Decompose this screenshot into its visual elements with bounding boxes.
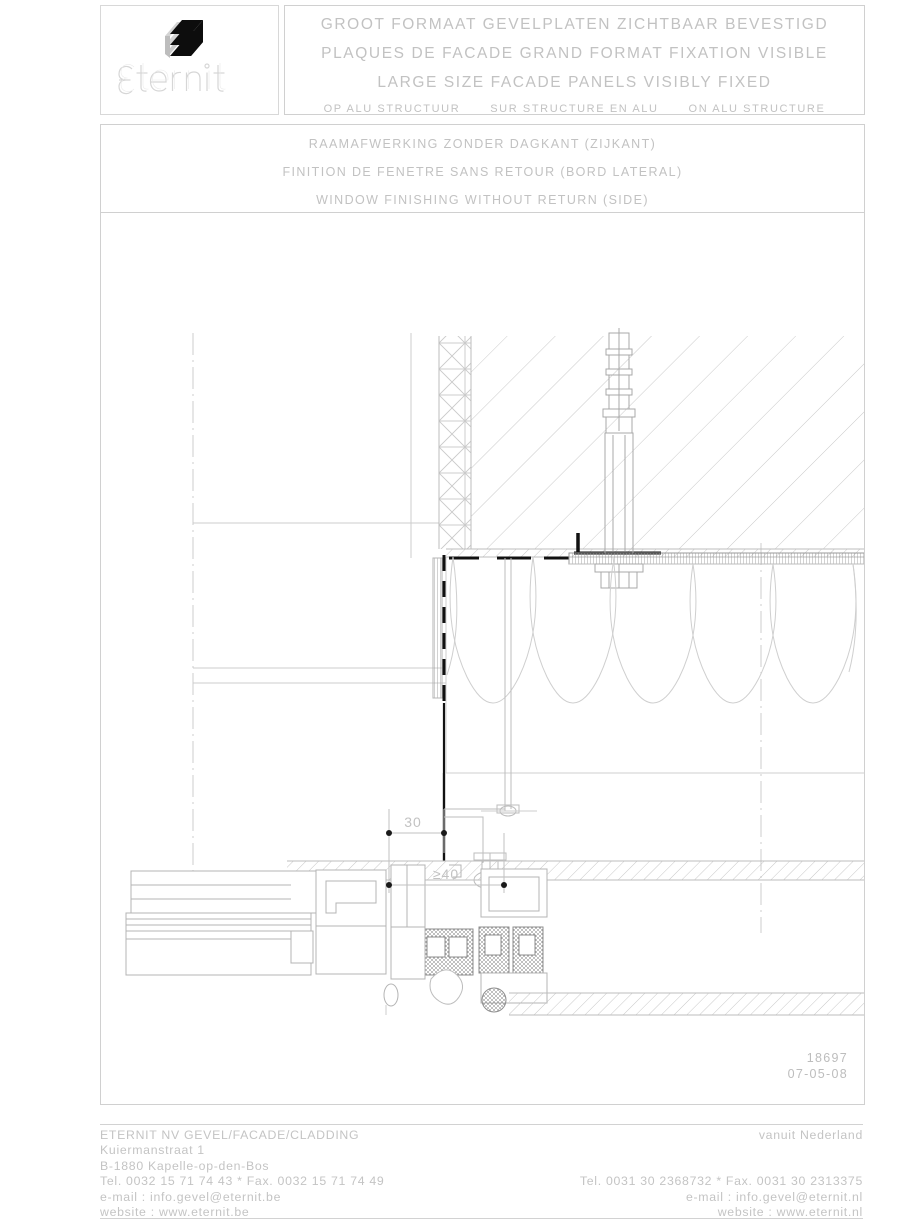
footer-left-email: e‑mail : info.gevel@eternit.be <box>100 1189 282 1204</box>
footer-address-netherlands: vanuit Nederland Tel. 0031 30 2368732 * … <box>580 1128 863 1220</box>
lower-slab-hatched <box>509 992 864 1016</box>
construction-line-horizontal <box>193 522 446 684</box>
drawing-identification: 18697 07‑05‑08 <box>788 1050 848 1082</box>
eternit-logo <box>101 6 278 114</box>
footer-left-website: website : www.eternit.be <box>100 1205 250 1220</box>
drawing-date: 07‑05‑08 <box>787 1067 848 1081</box>
title-line-fr: PLAQUES DE FACADE GRAND FORMAT FIXATION … <box>321 45 828 62</box>
construction-detail-drawing: 30 ≥40 <box>125 328 864 1016</box>
dimension-min40-label: ≥40 <box>433 866 459 882</box>
drawing-number: 18697 <box>806 1051 848 1065</box>
expansion-anchor-bolt <box>594 328 644 589</box>
bracket-bolt <box>481 805 537 817</box>
title-line-nl: GROOT FORMAAT GEVELPLATEN ZICHTBAAR BEVE… <box>320 16 829 33</box>
alu-window-frame-profile <box>125 864 548 1015</box>
detail-subtitle-box: RAAMAFWERKING ZONDER DAGKANT (ZIJKANT) F… <box>100 124 865 214</box>
facade-panel-edge <box>432 555 446 861</box>
subtitle-en: WINDOW FINISHING WITHOUT RETURN (SIDE) <box>316 193 649 207</box>
footer-left-line-3: B‑1880 Kapelle‑op‑den‑Bos <box>100 1158 270 1173</box>
footer-left-line-4: Tel. 0032 15 71 74 43 * Fax. 0032 15 71 … <box>100 1174 385 1189</box>
drawing-title-box: GROOT FORMAAT GEVELPLATEN ZICHTBAAR BEVE… <box>284 5 865 115</box>
block-wall-layer <box>438 336 472 549</box>
footer-divider-top <box>100 1124 863 1125</box>
subtitle-fr: FINITION DE FENETRE SANS RETOUR (BORD LA… <box>282 165 683 179</box>
eternit-wordmark-icon <box>117 63 226 95</box>
footer-divider-bottom <box>100 1218 863 1219</box>
subtitle-nl: RAAMAFWERKING ZONDER DAGKANT (ZIJKANT) <box>308 137 657 151</box>
facade-panel <box>287 860 864 881</box>
footer-right-website: website : www.eternit.nl <box>717 1205 863 1220</box>
substructure-fr: SUR STRUCTURE EN ALU <box>490 103 659 115</box>
eternit-chevron-logo-icon <box>164 20 203 58</box>
substructure-nl: OP ALU STRUCTUUR <box>323 103 461 115</box>
dimension-min40 <box>386 833 507 893</box>
footer-left-line-2: Kuiermanstraat 1 <box>100 1143 205 1158</box>
dimension-30-label: 30 <box>404 814 422 830</box>
dimension-30 <box>386 809 447 853</box>
eternit-logo-box <box>100 5 279 115</box>
footer-right-line-1: vanuit Nederland <box>758 1128 863 1142</box>
concrete-wall-hatched <box>445 336 864 550</box>
title-line-en: LARGE SIZE FACADE PANELS VISIBLY FIXED <box>377 74 772 91</box>
substructure-line: OP ALU STRUCTUUR SUR STRUCTURE EN ALU ON A… <box>285 103 864 115</box>
substructure-en: ON ALU STRUCTURE <box>688 103 826 115</box>
footer-address-belgium: ETERNIT NV GEVEL/FACADE/CLADDING Kuierma… <box>100 1128 384 1220</box>
insulation-batt-layer <box>445 556 864 774</box>
round-gasket <box>481 987 507 1013</box>
drawing-area: 30 ≥40 18697 07‑05‑08 <box>100 212 865 1105</box>
footer-left-line-1: ETERNIT NV GEVEL/FACADE/CLADDING <box>100 1128 360 1142</box>
footer-right-email: e‑mail : info.gevel@eternit.nl <box>685 1189 863 1204</box>
footer-right-phone: Tel. 0031 30 2368732 * Fax. 0031 30 2313… <box>579 1174 863 1189</box>
alu-bracket <box>444 558 537 863</box>
